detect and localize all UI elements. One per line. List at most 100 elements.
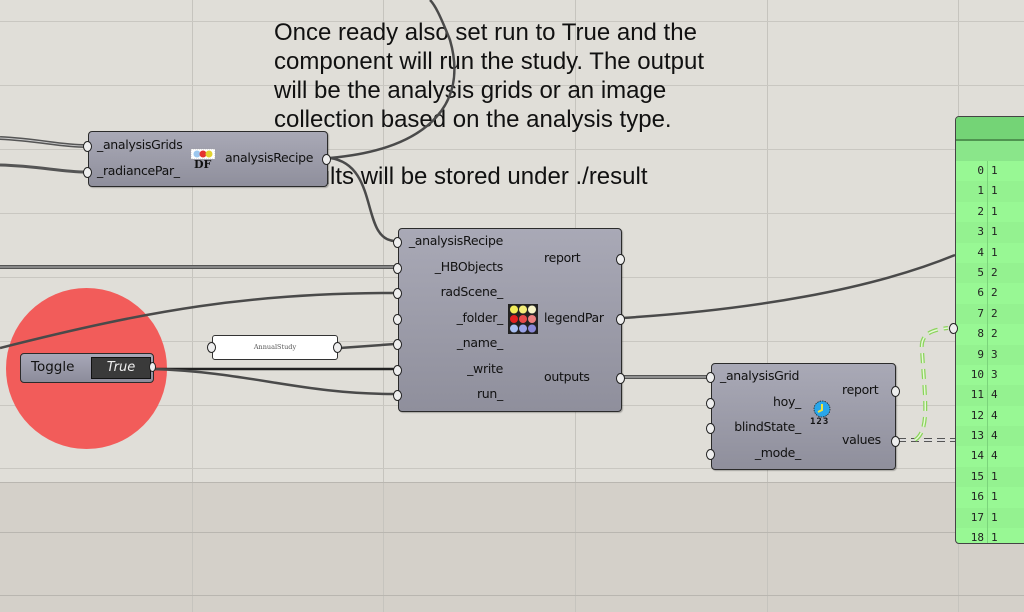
row-value: 2 [991,265,998,279]
input-label: radScene_ [440,284,504,299]
input-port[interactable] [393,263,402,274]
grid-line [0,85,1024,86]
input-port[interactable] [83,141,92,152]
row-index: 12 [956,405,988,427]
output-port[interactable] [333,342,342,353]
row-index: 11 [956,385,988,406]
row-value: 2 [991,286,998,300]
grid-line [192,0,193,612]
toggle-value[interactable]: True [91,357,151,379]
input-port[interactable] [393,339,402,350]
panel-path-header [956,141,1024,161]
run-radiance-analysis-icon [508,304,538,334]
wire [329,156,396,243]
row-index: 15 [956,466,988,488]
input-label: _name_ [456,335,503,350]
output-port[interactable] [322,154,331,165]
row-value: 1 [991,490,998,504]
row-value: 1 [991,225,998,239]
selected-wire [913,326,949,442]
wire [0,291,396,350]
row-index: 2 [956,201,988,223]
input-label: _analysisRecipe [408,233,503,248]
input-label: blindState_ [734,419,801,434]
grid-line [0,532,1024,533]
input-port[interactable] [393,314,402,325]
row-value: 1 [991,245,998,259]
input-label: _HBObjects [434,259,504,274]
grid-line [767,0,768,612]
input-port[interactable] [706,398,715,409]
output-port[interactable] [891,386,900,397]
row-value: 2 [991,306,998,320]
run-radiance-analysis-component[interactable]: _analysisRecipe _HBObjects radScene_ _fo… [393,228,625,412]
grid-line [0,482,1024,483]
row-index: 7 [956,303,988,325]
name-panel[interactable]: AnnualStudy [207,335,342,360]
row-index: 14 [956,446,988,467]
output-port[interactable] [616,314,625,325]
row-index: 18 [956,528,988,543]
grid-line [0,213,1024,214]
selected-wire [914,327,949,441]
scribble-note[interactable]: Once ready also set run to True and the … [274,18,794,191]
row-index: 0 [956,161,988,182]
panel-input-port[interactable] [949,323,958,334]
note-line: component will run the study. The output [274,48,705,75]
input-port[interactable] [393,390,402,401]
row-value: 1 [991,184,998,198]
input-port[interactable] [706,449,715,460]
row-value: 4 [991,449,998,463]
grid-line [0,21,1024,22]
clock-values-icon: 123 [808,400,836,428]
panel-header [956,117,1024,141]
panel-text: AnnualStudy [253,343,297,351]
output-port[interactable] [616,373,625,384]
wire [151,367,396,396]
wire [339,342,396,350]
row-value: 1 [991,510,998,524]
input-label: _analysisGrid [720,368,800,383]
row-index: 9 [956,344,988,365]
output-label: report [842,382,879,397]
input-port[interactable] [393,365,402,376]
output-port[interactable] [616,254,625,265]
input-label: _write [467,361,503,376]
input-label: _radiancePar_ [97,163,180,178]
icon-label: DF [194,158,212,171]
row-value: 4 [991,429,998,443]
toggle-label: Toggle [31,359,75,375]
read-annual-results-component[interactable]: _analysisGrid hoy_ blindState_ _mode_ 12… [706,363,900,470]
row-index: 8 [956,324,988,345]
row-index: 6 [956,283,988,304]
row-value: 1 [991,164,998,177]
input-port[interactable] [207,342,216,353]
input-port[interactable] [706,372,715,383]
input-port[interactable] [393,237,402,248]
boolean-toggle[interactable]: Toggle True [20,353,156,383]
row-index: 4 [956,242,988,263]
row-value: 2 [991,327,998,341]
row-index: 13 [956,426,988,447]
grid-line [383,0,384,612]
row-index: 16 [956,487,988,508]
input-port[interactable] [706,423,715,434]
output-port[interactable] [149,362,156,372]
input-port[interactable] [83,167,92,178]
output-port[interactable] [891,436,900,447]
row-value: 1 [991,469,998,483]
daylight-factor-recipe-component[interactable]: _analysisGrids _radiancePar_ DF analysis… [83,131,331,187]
input-port[interactable] [393,288,402,299]
